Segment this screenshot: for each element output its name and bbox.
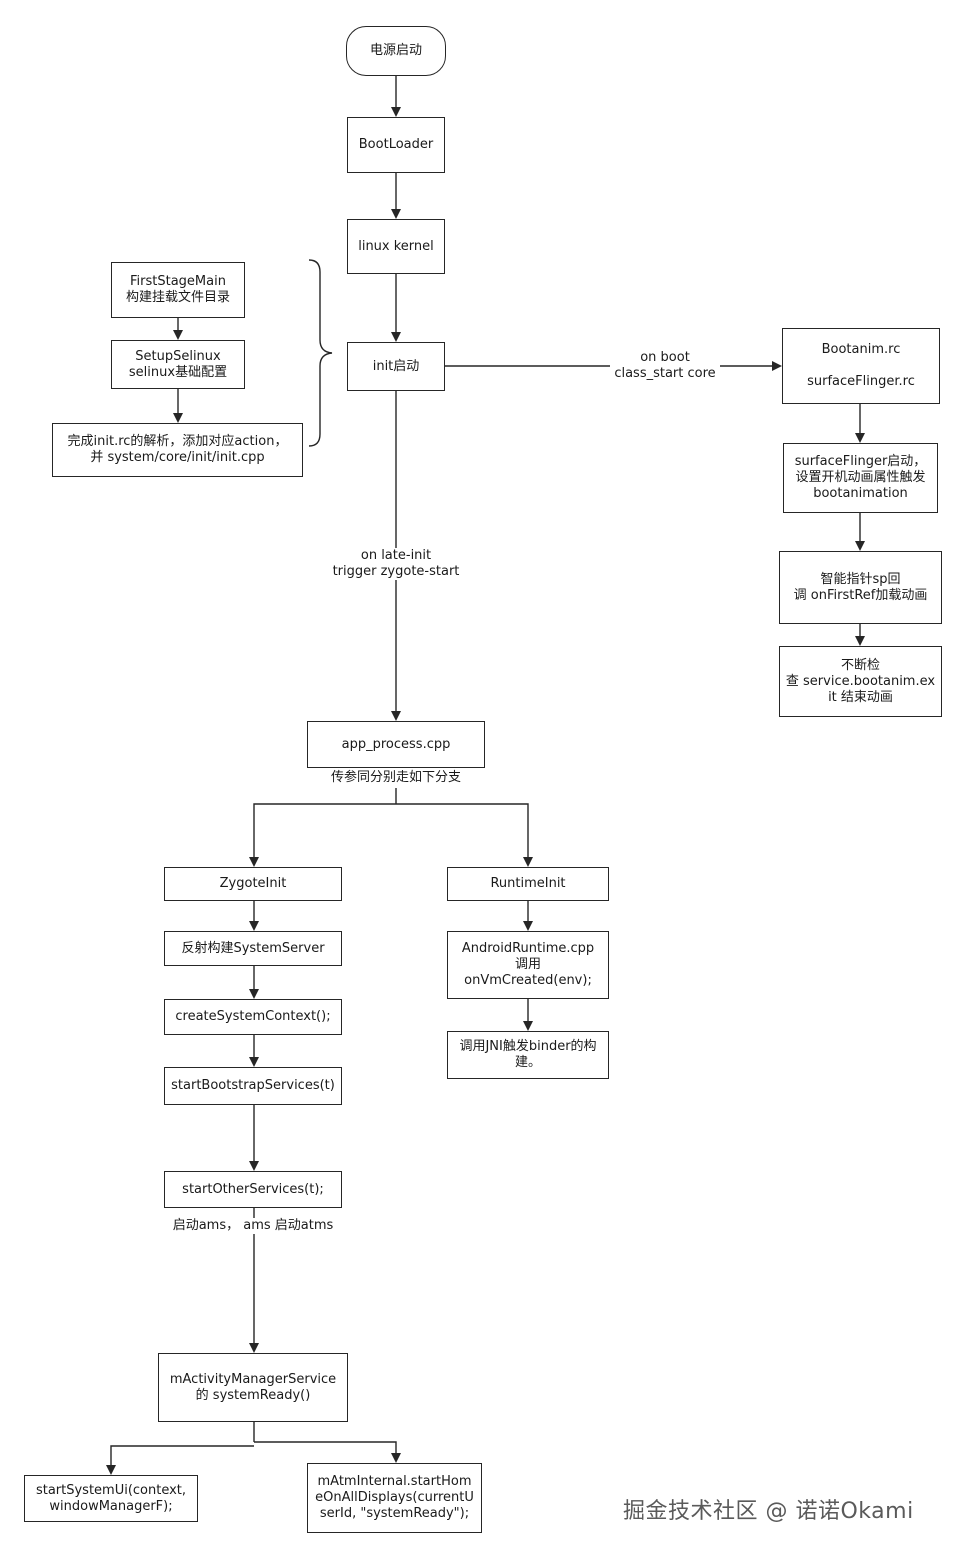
node-android-runtime: AndroidRuntime.cpp 调用 onVmCreated(env);: [447, 931, 609, 999]
arrowhead: [523, 857, 533, 867]
edge-label-branch-note: 传参同分别走如下分支: [316, 770, 476, 786]
arrowhead: [855, 636, 865, 646]
node-setup-selinux: SetupSelinux selinux基础配置: [111, 340, 245, 389]
node-create-system-context: createSystemContext();: [164, 999, 342, 1035]
node-reflect-system-server: 反射构建SystemServer: [164, 931, 342, 966]
node-bootloader: BootLoader: [347, 117, 445, 173]
edge-label-late-init: on late-init trigger zygote-start: [326, 548, 466, 580]
node-smart-pointer: 智能指针sp回 调 onFirstRef加载动画: [779, 551, 942, 624]
arrowhead: [106, 1465, 116, 1475]
arrowhead: [249, 989, 259, 999]
node-runtime-init: RuntimeInit: [447, 867, 609, 901]
edge-app-process-split: [253, 788, 529, 858]
arrowhead: [249, 921, 259, 931]
brace-init-substages: [308, 259, 333, 447]
arrowhead: [249, 1057, 259, 1067]
watermark: 掘金技术社区 @ 诺诺Okami: [623, 1499, 914, 1524]
node-start-system-ui: startSystemUi(context, windowManagerF);: [24, 1475, 198, 1522]
node-start-other-services: startOtherServices(t);: [164, 1171, 342, 1208]
node-parse-init-rc: 完成init.rc的解析，添加对应action， 并 system/core/i…: [52, 423, 303, 477]
arrowhead: [391, 107, 401, 117]
node-ams-system-ready: mActivityManagerService 的 systemReady(): [158, 1353, 348, 1422]
node-init: init启动: [347, 342, 445, 391]
arrowhead: [391, 332, 401, 342]
arrowhead: [249, 1161, 259, 1171]
arrowhead: [523, 1021, 533, 1031]
arrowhead: [391, 209, 401, 219]
node-linux-kernel: linux kernel: [347, 219, 445, 274]
node-power-on: 电源启动: [346, 26, 446, 76]
edge-label-on-boot: on boot class_start core: [610, 350, 720, 382]
node-app-process: app_process.cpp: [307, 721, 485, 768]
arrowhead: [772, 361, 782, 371]
arrowhead: [173, 413, 183, 423]
arrowhead: [391, 711, 401, 721]
arrowhead: [523, 921, 533, 931]
node-surfaceflinger-start: surfaceFlinger启动， 设置开机动画属性触发 bootanimati…: [783, 443, 938, 513]
arrowhead: [855, 541, 865, 551]
arrowhead: [249, 857, 259, 867]
node-start-bootstrap-services: startBootstrapServices(t): [164, 1067, 342, 1105]
node-zygote-init: ZygoteInit: [164, 867, 342, 901]
edge-label-ams-note: 启动ams， ams 启动atms: [163, 1218, 343, 1234]
node-check-exit: 不断检 查 service.bootanim.ex it 结束动画: [779, 646, 942, 717]
arrowhead: [391, 1453, 401, 1463]
arrowhead: [249, 1343, 259, 1353]
node-first-stage-main: FirstStageMain 构建挂载文件目录: [111, 262, 245, 318]
node-bootanim-rc: Bootanim.rc surfaceFlinger.rc: [782, 328, 940, 404]
node-start-home: mAtmInternal.startHom eOnAllDisplays(cur…: [307, 1463, 482, 1533]
edge-ams-split: [110, 1421, 397, 1466]
arrowhead: [173, 330, 183, 340]
node-jni-binder: 调用JNI触发binder的构 建。: [447, 1031, 609, 1079]
arrowhead: [855, 433, 865, 443]
